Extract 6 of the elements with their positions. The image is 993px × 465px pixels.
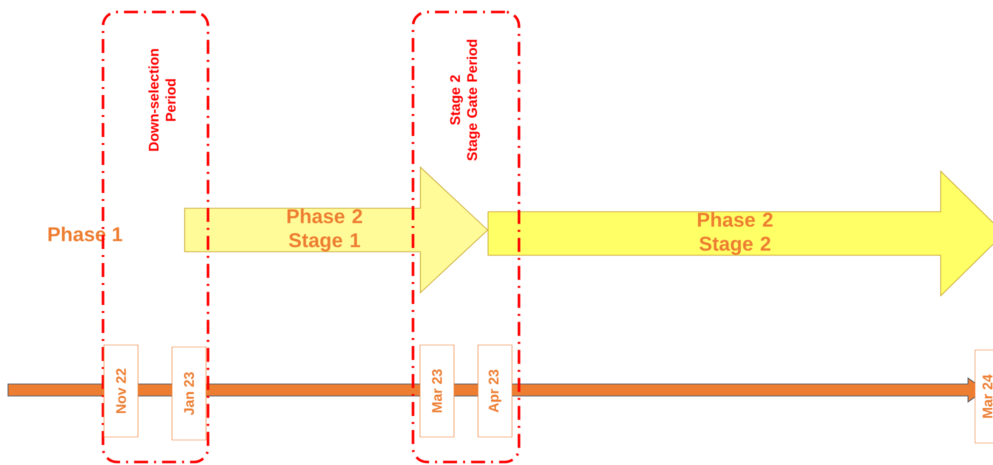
label: Phase 1 [48, 226, 122, 242]
date-box: Mar 23 [420, 344, 454, 438]
date-box: Apr 23 [478, 344, 512, 438]
date-box: Mar 24 [974, 350, 993, 444]
date-box: Nov 22 [104, 344, 138, 438]
date-box: Jan 23 [172, 346, 206, 440]
